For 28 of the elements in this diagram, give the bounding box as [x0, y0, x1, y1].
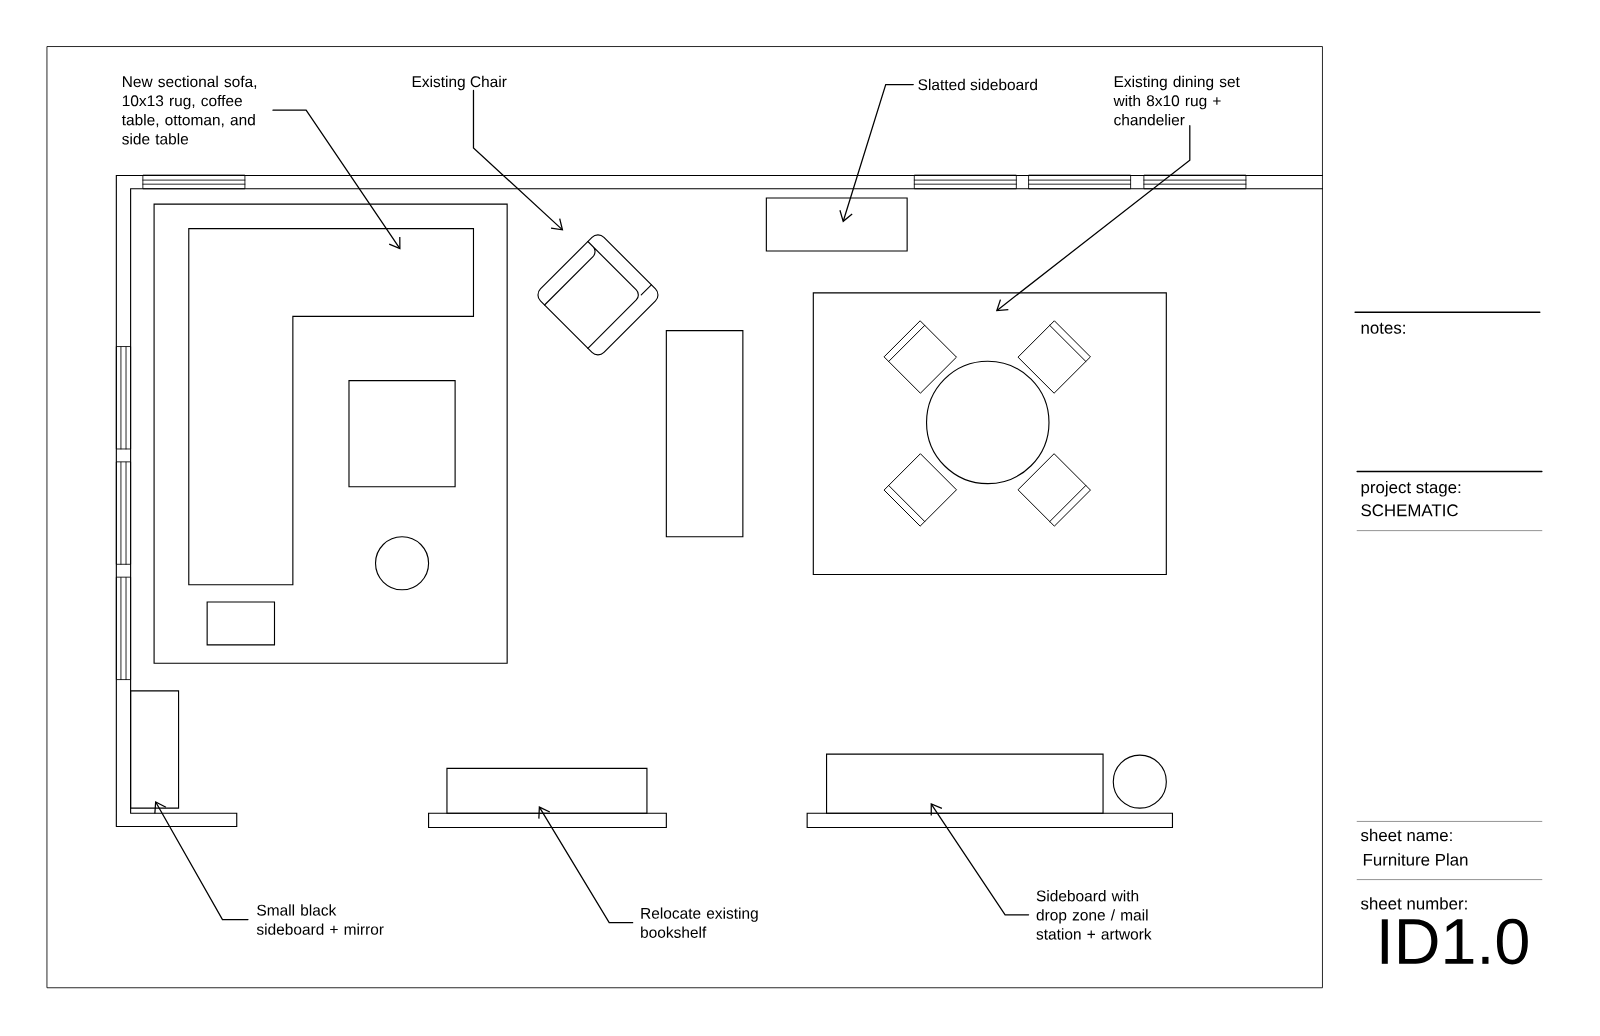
small-sideboard	[130, 690, 180, 809]
armchair-drawing	[544, 241, 652, 349]
leader-line	[154, 801, 249, 921]
leader-line	[538, 806, 634, 924]
field-label: notes:	[1361, 322, 1405, 334]
leader-line	[472, 90, 564, 231]
leader-line	[995, 125, 1191, 312]
leader-line	[272, 109, 401, 250]
leader-line	[930, 803, 1030, 916]
callout-text: New sectional sofa, 10x13 rug, coffee table, ottoman, and side table	[121, 75, 257, 145]
callout-text: Relocate existing bookshelf	[641, 907, 758, 939]
field-label: sheet number:	[1360, 897, 1467, 910]
field-label: project stage:	[1361, 481, 1461, 497]
callout-text: Sideboard with drop zone / mail station + artwork	[1036, 890, 1152, 940]
field-value: Furniture Plan	[1363, 853, 1468, 866]
callout-text: Small black sideboard + mirror	[256, 904, 384, 935]
sofa-drawing	[188, 228, 475, 586]
sideboard	[765, 197, 908, 252]
sheet-number: ID1.0	[1381, 918, 1528, 965]
field-value: SCHEMATIC	[1361, 504, 1458, 517]
field-label: sheet name:	[1360, 829, 1452, 842]
dining-rug	[812, 292, 1167, 576]
callout-text: Existing dining set with 8x10 rug + chandelier	[1113, 75, 1240, 126]
bookshelf	[446, 767, 648, 814]
callout-text: Existing Chair	[412, 75, 507, 91]
leader-line	[839, 84, 914, 223]
callout-text: Slatted sideboard	[918, 79, 1037, 91]
sideboard	[826, 753, 1104, 814]
